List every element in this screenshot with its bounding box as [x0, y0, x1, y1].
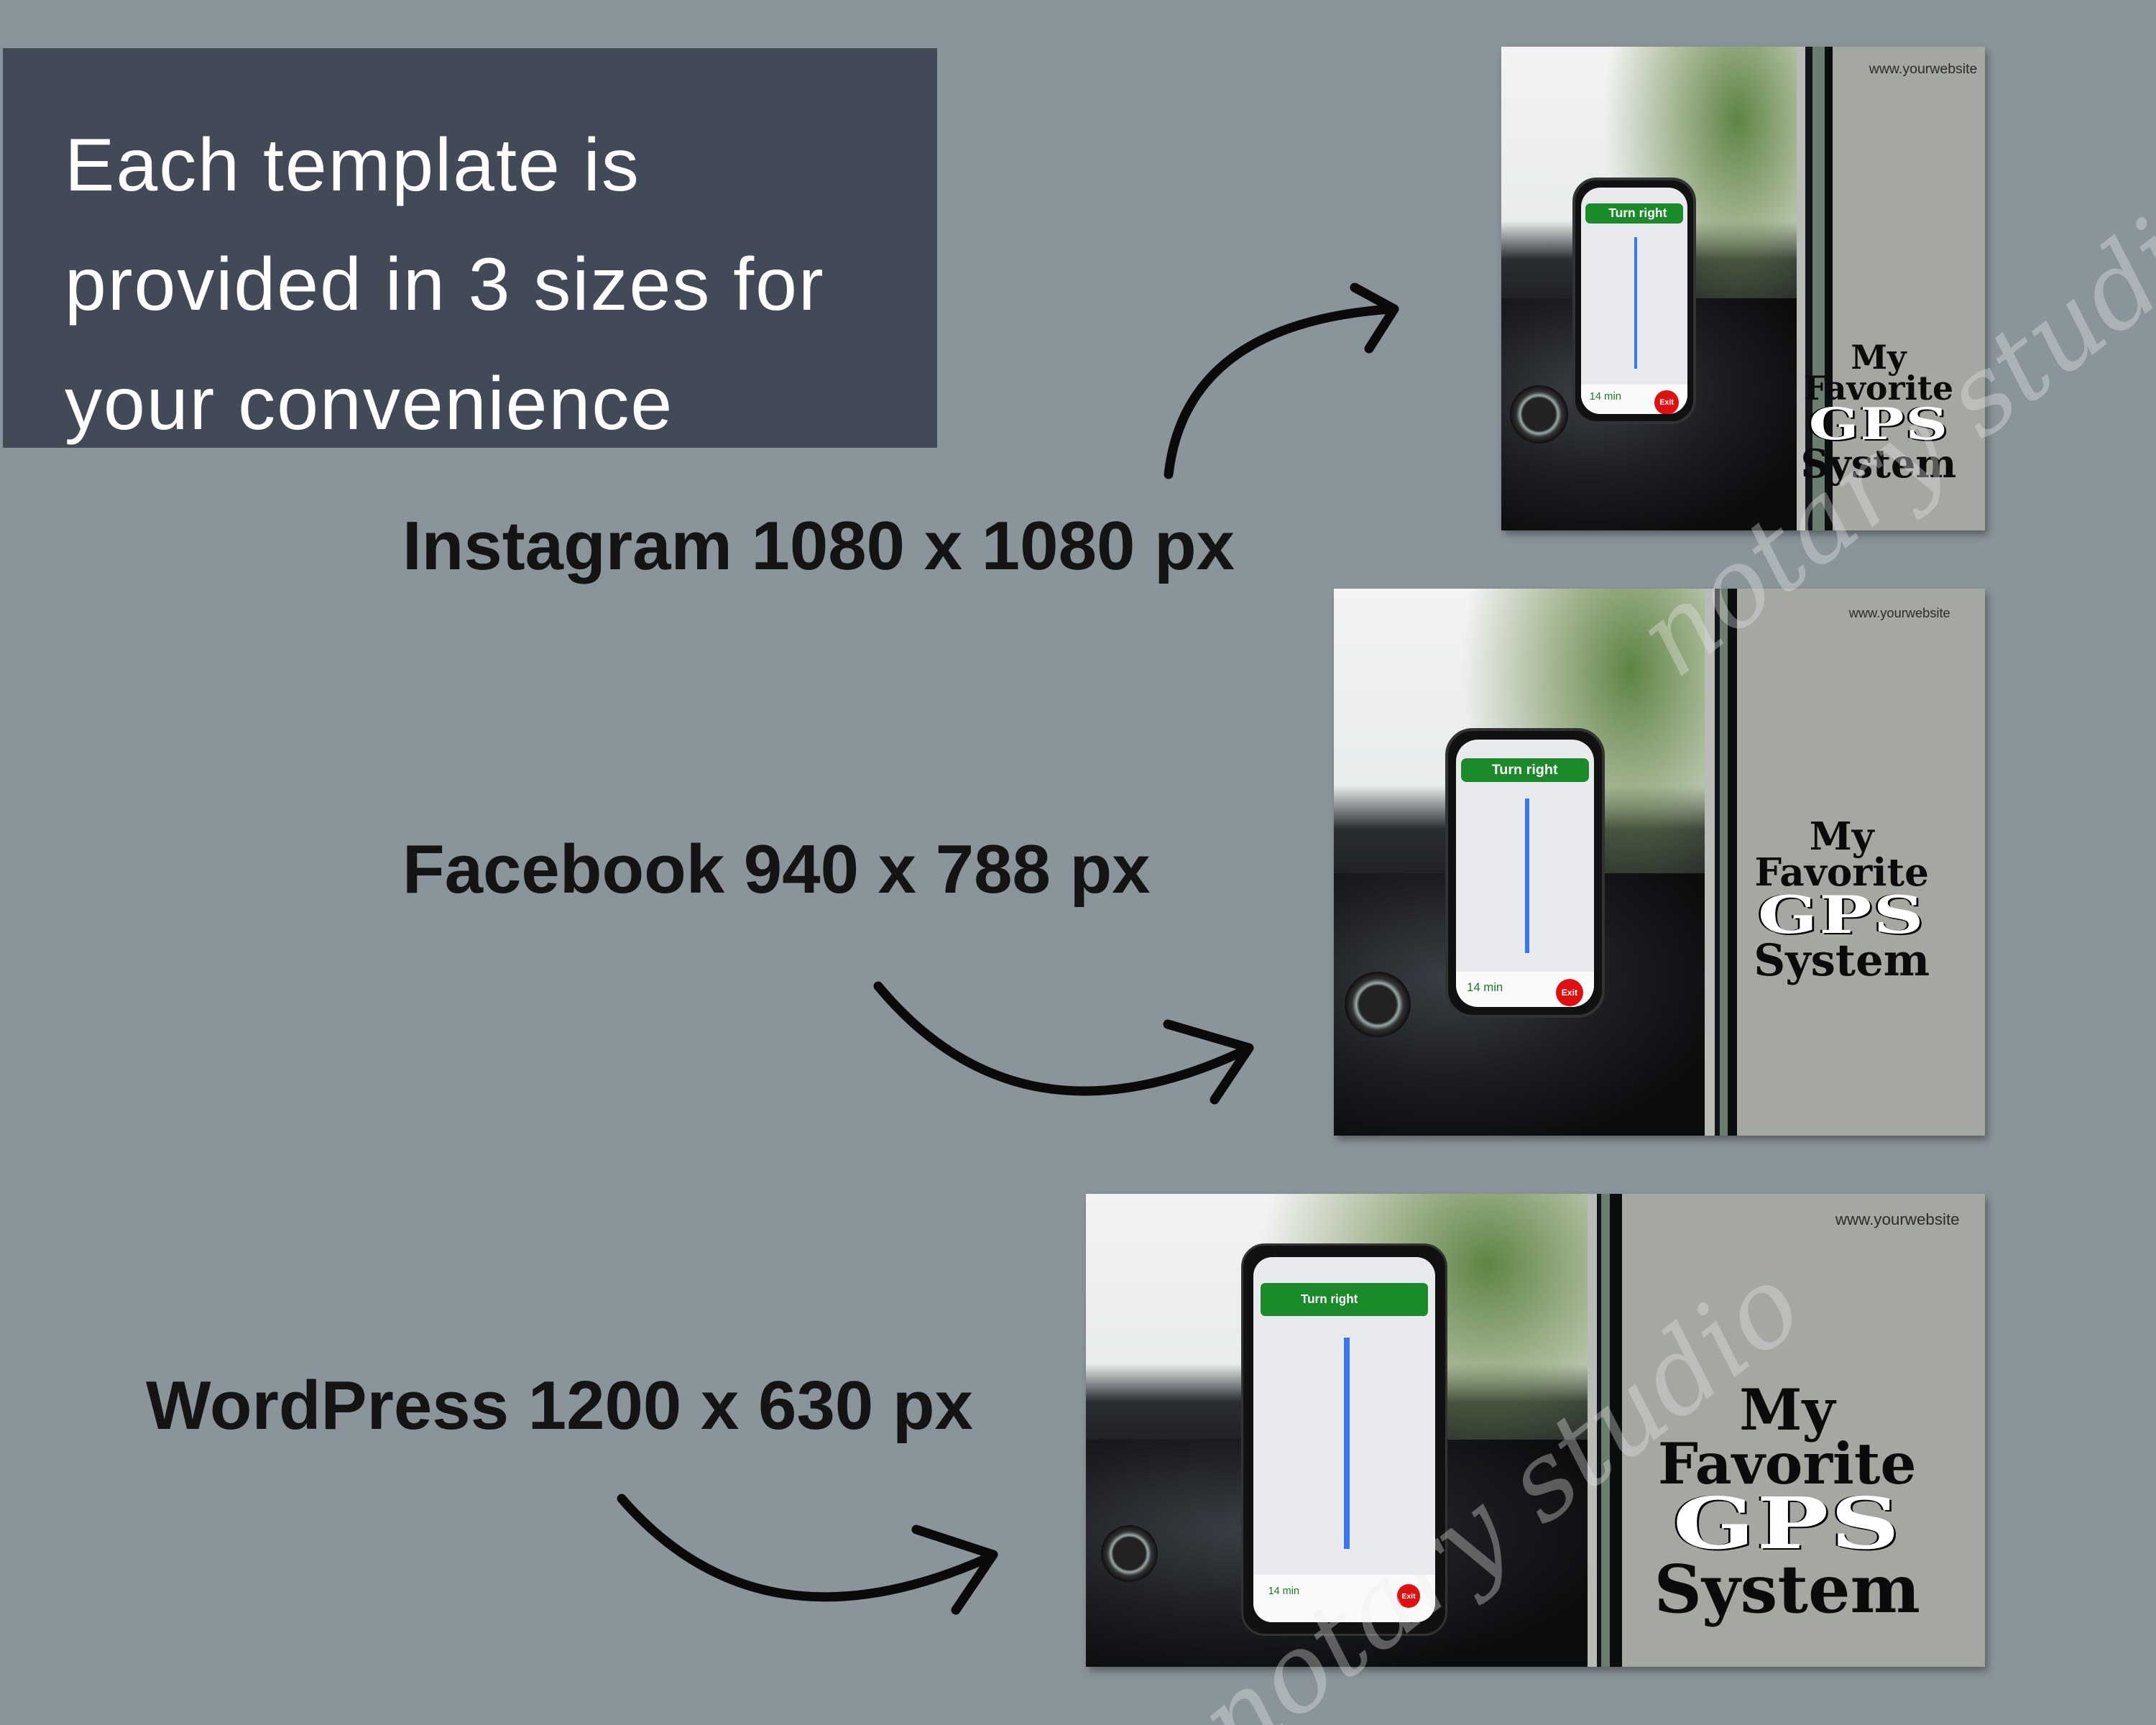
exit-badge: Exit	[1396, 1584, 1421, 1609]
phone-image: Turn right 14 min Exit	[1241, 1243, 1447, 1637]
nav-instruction: Turn right	[1261, 1282, 1428, 1316]
instagram-template-preview[interactable]: Turn right 14 min Exit www.yourwebsite My…	[1501, 47, 1985, 530]
instagram-size-label: Instagram 1080 x 1080 px	[402, 507, 1235, 584]
website-text: www.yourwebsite	[1848, 604, 1950, 620]
arrow-facebook	[873, 981, 1254, 1105]
facebook-size-label: Facebook 940 x 788 px	[402, 831, 1151, 908]
eta-text: 14 min	[1268, 1586, 1299, 1598]
text-panel: www.yourwebsite	[1833, 47, 1985, 530]
text-panel: www.yourwebsite	[1736, 589, 1985, 1136]
eta-text: 14 min	[1467, 980, 1503, 994]
exit-badge: Exit	[1555, 978, 1583, 1006]
facebook-template-preview[interactable]: Turn right 14 min Exit www.yourwebsite My…	[1334, 589, 1985, 1136]
nav-instruction: Turn right	[1461, 758, 1589, 783]
wordpress-template-preview[interactable]: Turn right 14 min Exit www.yourwebsite My…	[1086, 1194, 1985, 1667]
nav-instruction: Turn right	[1585, 203, 1683, 224]
car-phone-photo: Turn right 14 min Exit	[1334, 589, 1705, 1136]
wordpress-size-label: WordPress 1200 x 630 px	[146, 1367, 973, 1444]
car-phone-photo: Turn right 14 min Exit	[1501, 47, 1797, 530]
text-panel: www.yourwebsite	[1621, 1194, 1985, 1667]
phone-image: Turn right 14 min Exit	[1572, 177, 1696, 424]
arrow-wordpress	[617, 1494, 998, 1615]
intro-banner: Each template is provided in 3 sizes for…	[3, 48, 937, 448]
intro-line: Each template is	[65, 124, 640, 207]
car-phone-photo: Turn right 14 min Exit	[1086, 1194, 1588, 1667]
intro-line: provided in 3 sizes for	[65, 243, 825, 326]
exit-badge: Exit	[1654, 390, 1679, 414]
phone-image: Turn right 14 min Exit	[1445, 728, 1605, 1018]
website-text: www.yourwebsite	[1869, 61, 1978, 78]
intro-line: your convenience	[65, 362, 674, 446]
website-text: www.yourwebsite	[1835, 1210, 1960, 1229]
eta-text: 14 min	[1589, 390, 1621, 402]
arrow-instagram	[1164, 282, 1399, 479]
